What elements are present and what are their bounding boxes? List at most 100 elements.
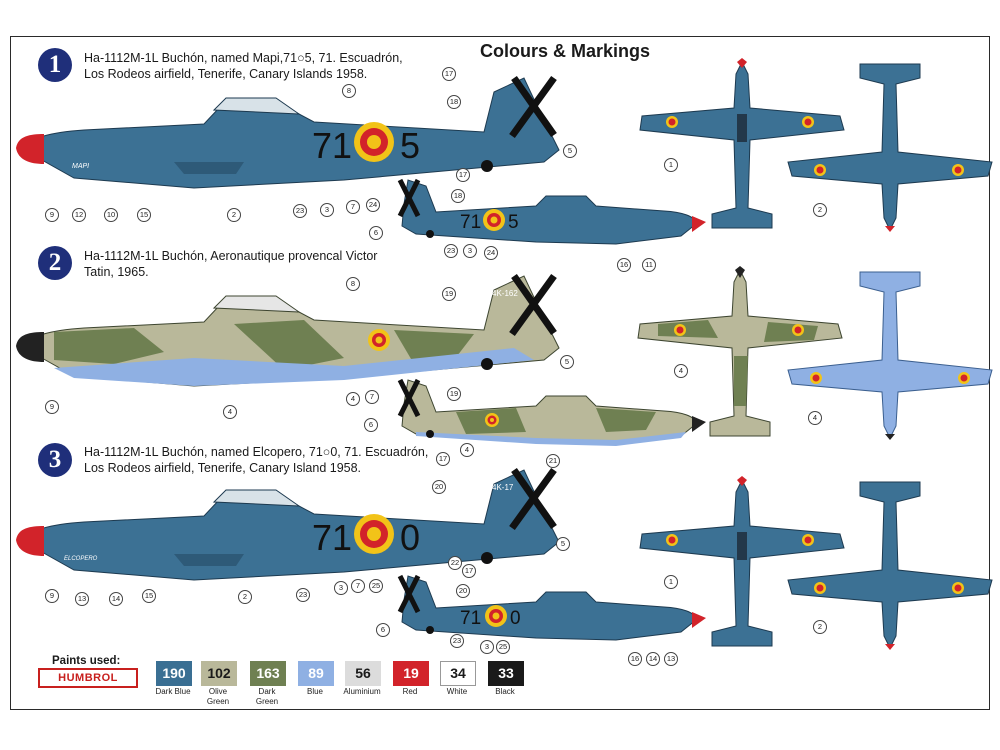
callout-9c: 9 [45, 589, 59, 603]
scheme-3-left-profile: 71 0 ELCOPERO C.4K-17 [16, 467, 560, 581]
callout-19: 19 [442, 287, 456, 301]
callout-19b: 19 [447, 387, 461, 401]
paint-swatch-33: 33 [488, 661, 524, 686]
callout-4d: 4 [674, 364, 688, 378]
callout-13b: 13 [664, 652, 678, 666]
scheme-1-right-profile: 71 5 [397, 178, 706, 245]
paint-swatch-190: 190 [156, 661, 192, 686]
callout-16: 16 [617, 258, 631, 272]
scheme-2-bottom-view [787, 271, 993, 440]
paint-name-33: Black [495, 687, 515, 696]
callout-4c: 4 [460, 443, 474, 457]
callout-24b: 24 [484, 246, 498, 260]
scheme-1-small-code-left: 71 [460, 212, 481, 233]
callout-23c: 23 [296, 588, 310, 602]
callout-20: 20 [432, 480, 446, 494]
scheme-1-bottom-view [787, 63, 993, 232]
paint-swatch-89: 89 [298, 661, 334, 686]
callout-1: 1 [664, 158, 678, 172]
scheme-3-caption: Ha-1112M-1L Buchón, named Elcopero, 71○0… [84, 444, 428, 476]
callout-18: 18 [447, 95, 461, 109]
scheme-3-small-code-left: 71 [460, 608, 481, 629]
scheme-3-line2: Los Rodeos airfield, Tenerife, Canary Is… [84, 461, 362, 475]
callout-3d: 3 [480, 640, 494, 654]
scheme-3-line1: Ha-1112M-1L Buchón, named Elcopero, 71○0… [84, 445, 429, 459]
scheme-3-small-code-right: 0 [510, 608, 521, 629]
callout-22: 22 [448, 556, 462, 570]
callout-2d: 2 [813, 620, 827, 634]
callout-14b: 14 [646, 652, 660, 666]
callout-8b: 8 [346, 277, 360, 291]
scheme-1-top-view [639, 58, 845, 229]
callout-16b: 16 [628, 652, 642, 666]
callout-17b: 17 [456, 168, 470, 182]
scheme-1-caption: Ha-1112M-1L Buchón, named Mapi,71○5, 71.… [84, 50, 403, 82]
callout-3: 3 [320, 203, 334, 217]
callout-23: 23 [293, 204, 307, 218]
sheet-title: Colours & Markings [480, 41, 651, 61]
callout-2c: 2 [813, 203, 827, 217]
callout-12: 12 [72, 208, 86, 222]
paint-name-19: Red [402, 687, 418, 696]
callout-24: 24 [366, 198, 380, 212]
callout-7c: 7 [351, 579, 365, 593]
callout-3c: 3 [334, 581, 348, 595]
scheme-1-small-code-right: 5 [508, 212, 519, 233]
callout-23b: 23 [444, 244, 458, 258]
callout-7: 7 [346, 200, 360, 214]
callout-21: 21 [546, 454, 560, 468]
callout-11: 11 [642, 258, 656, 272]
callout-4e: 4 [808, 411, 822, 425]
paint-swatch-56: 56 [345, 661, 381, 686]
callout-2: 2 [227, 208, 241, 222]
scheme-3-right-profile: 71 0 [397, 574, 706, 641]
paint-name-34: White [446, 687, 468, 696]
paints-used-label: Paints used: [52, 655, 121, 667]
paint-swatch-19: 19 [393, 661, 429, 686]
callout-4: 4 [223, 405, 237, 419]
callout-6c: 6 [376, 623, 390, 637]
scheme-1-name: MAPI [72, 163, 89, 170]
scheme-1-line2: Los Rodeos airfield, Tenerife, Canary Is… [84, 67, 368, 81]
scheme-2-badge: 2 [38, 246, 72, 280]
callout-10: 10 [104, 208, 118, 222]
scheme-2-tail-code: C.4K-162 [484, 289, 518, 298]
callout-17d: 17 [462, 564, 476, 578]
callout-14: 14 [109, 592, 123, 606]
callout-18b: 18 [451, 189, 465, 203]
callout-5b: 5 [560, 355, 574, 369]
scheme-1-left-profile: 71 5 MAPI [16, 75, 560, 189]
scheme-1-code-left: 71 [312, 125, 352, 166]
paint-name-89: Blue [306, 687, 323, 696]
scheme-1-code-right: 5 [400, 125, 420, 166]
callout-3b: 3 [463, 244, 477, 258]
callout-20b: 20 [456, 584, 470, 598]
scheme-3-name: ELCOPERO [64, 556, 98, 562]
callout-13: 13 [75, 592, 89, 606]
callout-6: 6 [369, 226, 383, 240]
callout-15: 15 [137, 208, 151, 222]
paint-name-190: Dark Blue [155, 687, 191, 696]
scheme-3-code-left: 71 [312, 517, 352, 558]
callout-23d: 23 [450, 634, 464, 648]
paint-name-56: Aluminium [343, 687, 381, 696]
callout-8: 8 [342, 84, 356, 98]
paint-swatch-34: 34 [440, 661, 476, 686]
scheme-3-code-right: 0 [400, 517, 420, 558]
paint-swatch-163: 163 [250, 661, 286, 686]
scheme-1-badge: 1 [38, 48, 72, 82]
callout-15b: 15 [142, 589, 156, 603]
callout-17: 17 [442, 67, 456, 81]
scheme-2-caption: Ha-1112M-1L Buchón, Aeronautique provenc… [84, 248, 377, 280]
scheme-2-line2: Tatin, 1965. [84, 265, 149, 279]
callout-5: 5 [563, 144, 577, 158]
callout-6b: 6 [364, 418, 378, 432]
scheme-3-top-view [639, 476, 845, 647]
scheme-2-top-view [637, 266, 843, 437]
scheme-1-line1: Ha-1112M-1L Buchón, named Mapi,71○5, 71.… [84, 51, 403, 65]
scheme-3-tail-code: C.4K-17 [484, 483, 514, 492]
callout-7b: 7 [365, 390, 379, 404]
humbrol-logo: HUMBROL [38, 668, 138, 688]
